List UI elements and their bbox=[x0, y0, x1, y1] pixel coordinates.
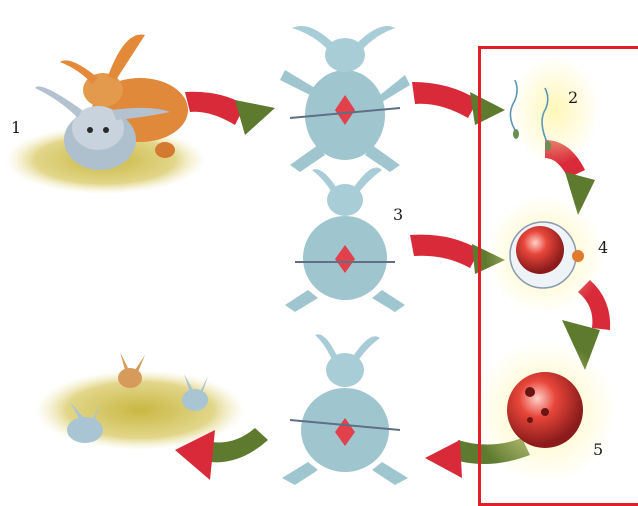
step-label-2: 2 bbox=[568, 90, 578, 106]
rabbit-pair-illustration bbox=[5, 35, 205, 194]
highlight-frame bbox=[478, 46, 638, 506]
rabbit-body-top bbox=[280, 26, 410, 172]
step-label-4: 4 bbox=[598, 240, 608, 256]
arrow-pair-to-body bbox=[185, 92, 275, 135]
step-label-3: 3 bbox=[393, 207, 403, 223]
rabbit-body-middle bbox=[285, 168, 405, 313]
rabbit-body-bottom bbox=[282, 334, 408, 485]
step-label-5: 5 bbox=[593, 442, 603, 458]
step-label-1: 1 bbox=[11, 120, 21, 136]
